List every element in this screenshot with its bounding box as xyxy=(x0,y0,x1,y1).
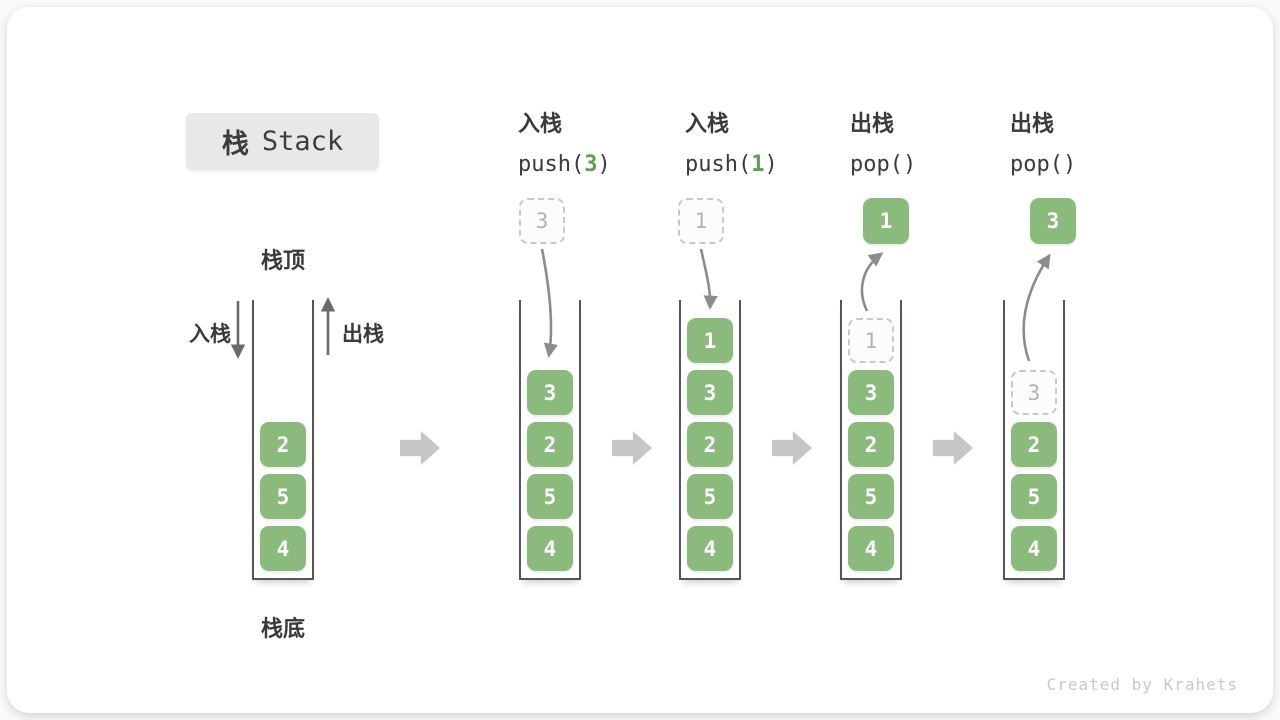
stack-cell: 5 xyxy=(260,474,306,519)
stack-cell: 5 xyxy=(527,474,573,519)
op-code-text: ) xyxy=(764,152,778,177)
stack-cell: 4 xyxy=(527,526,573,571)
next-state-arrow-icon xyxy=(612,431,652,465)
pop-side-label: 出栈 xyxy=(342,323,384,346)
op-code-text: push( xyxy=(518,152,585,177)
stack-cell: 4 xyxy=(687,526,733,571)
float-value-box: 3 xyxy=(1030,198,1076,244)
next-state-arrow-icon xyxy=(772,431,812,465)
stack-state-initial: 2 5 4 xyxy=(252,300,314,580)
stack-cell: 3 xyxy=(527,370,573,415)
stack-bottom-label: 栈底 xyxy=(260,616,305,641)
op-code-arg: 3 xyxy=(584,152,598,177)
op-zh-label: 出栈 xyxy=(850,111,895,136)
op-code-text: pop() xyxy=(850,152,917,177)
title-badge: 栈 Stack xyxy=(186,113,379,170)
stack-cell: 1 xyxy=(687,318,733,363)
stack-cell: 5 xyxy=(848,474,894,519)
op-label-push-3: 入栈 push(3) xyxy=(518,110,688,178)
stack-cell-ghost: 1 xyxy=(848,318,894,363)
title-badge-latin: Stack xyxy=(261,126,344,157)
stack-cell: 5 xyxy=(1011,474,1057,519)
stack-cell-ghost: 3 xyxy=(1011,370,1057,415)
op-code-text: pop() xyxy=(1010,152,1077,177)
op-code-label: push(3) xyxy=(518,152,688,178)
float-value-box: 1 xyxy=(678,198,724,244)
stack-cell: 2 xyxy=(260,422,306,467)
stack-state-after-pop-3: 3 2 5 4 xyxy=(1003,300,1065,580)
next-state-arrow-icon xyxy=(400,431,440,465)
op-zh-label: 入栈 xyxy=(685,111,730,136)
op-code-label: pop() xyxy=(850,152,1020,178)
op-zh-label: 入栈 xyxy=(518,111,563,136)
stack-cell: 3 xyxy=(848,370,894,415)
next-state-arrow-icon xyxy=(933,431,973,465)
title-badge-zh: 栈 xyxy=(221,129,249,159)
op-code-text: ) xyxy=(597,152,611,177)
stack-state-after-push-1: 1 3 2 5 4 xyxy=(679,300,741,580)
stack-cell: 4 xyxy=(260,526,306,571)
op-code-label: push(1) xyxy=(685,152,855,178)
op-label-pop-1: 出栈 pop() xyxy=(850,110,1020,178)
op-label-push-1: 入栈 push(1) xyxy=(685,110,855,178)
op-zh-label: 出栈 xyxy=(1010,111,1055,136)
stack-cell: 3 xyxy=(687,370,733,415)
op-code-label: pop() xyxy=(1010,152,1180,178)
op-label-pop-2: 出栈 pop() xyxy=(1010,110,1180,178)
float-value-box: 3 xyxy=(519,198,565,244)
push-1-arrow-icon xyxy=(699,248,718,310)
stack-state-after-pop-1: 1 3 2 5 4 xyxy=(840,300,902,580)
stack-cell: 2 xyxy=(848,422,894,467)
float-value-box: 1 xyxy=(863,198,909,244)
push-side-label: 入栈 xyxy=(189,323,231,346)
stack-cell: 4 xyxy=(848,526,894,571)
stack-cell: 2 xyxy=(687,422,733,467)
op-code-text: push( xyxy=(685,152,752,177)
stack-cell: 2 xyxy=(527,422,573,467)
op-code-arg: 1 xyxy=(751,152,765,177)
stack-cell: 5 xyxy=(687,474,733,519)
stack-cell: 2 xyxy=(1011,422,1057,467)
watermark: Created by Krahets xyxy=(1046,675,1238,694)
stack-top-label: 栈顶 xyxy=(260,248,305,273)
stack-state-after-push-3: 3 2 5 4 xyxy=(519,300,581,580)
stack-cell: 4 xyxy=(1011,526,1057,571)
